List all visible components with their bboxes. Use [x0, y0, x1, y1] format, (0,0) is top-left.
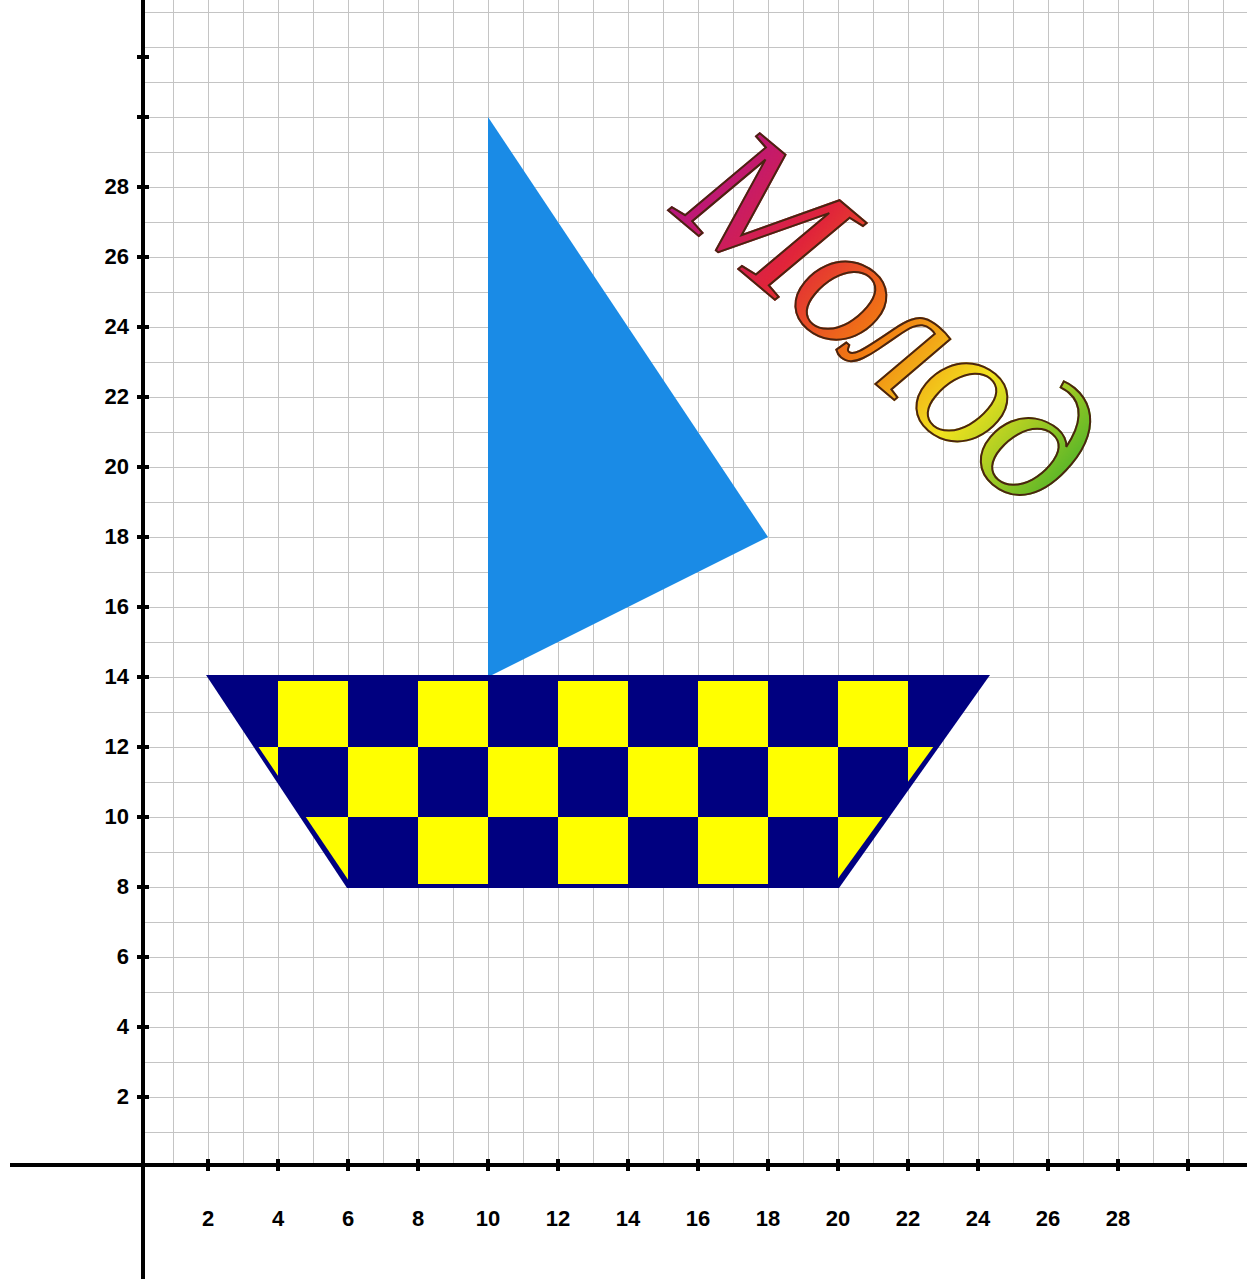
axis-number: 24 — [105, 316, 129, 338]
axis-number: 26 — [1036, 1208, 1060, 1230]
axis-number: 12 — [546, 1208, 570, 1230]
axis-number: 6 — [117, 946, 129, 968]
hull-checker — [208, 677, 978, 887]
axis-number: 6 — [342, 1208, 354, 1230]
axis-number: 4 — [117, 1016, 129, 1038]
axis-number: 18 — [756, 1208, 780, 1230]
y-axis — [141, 0, 145, 1279]
axis-ticks — [137, 57, 1188, 1171]
axis-number: 20 — [826, 1208, 850, 1230]
hull — [206, 675, 990, 888]
axis-number: 10 — [476, 1208, 500, 1230]
grid — [143, 0, 1247, 1165]
axis-number: 22 — [896, 1208, 920, 1230]
axis-number: 16 — [686, 1208, 710, 1230]
axis-number: 16 — [105, 596, 129, 618]
axis-number: 28 — [105, 176, 129, 198]
axis-number: 2 — [202, 1208, 214, 1230]
axis-number: 18 — [105, 526, 129, 548]
axis-number: 14 — [616, 1208, 640, 1230]
axis-number: 28 — [1106, 1208, 1130, 1230]
axis-number: 10 — [105, 806, 129, 828]
axis-number: 4 — [272, 1208, 284, 1230]
axis-number: 22 — [105, 386, 129, 408]
axis-number: 26 — [105, 246, 129, 268]
axis-number: 14 — [105, 666, 129, 688]
axis-number: 8 — [117, 876, 129, 898]
axis-number: 20 — [105, 456, 129, 478]
axis-number: 24 — [966, 1208, 990, 1230]
praise-word: Молод — [626, 74, 1152, 560]
axis-number: 8 — [412, 1208, 424, 1230]
axis-number: 2 — [117, 1086, 129, 1108]
axis-number: 12 — [105, 736, 129, 758]
